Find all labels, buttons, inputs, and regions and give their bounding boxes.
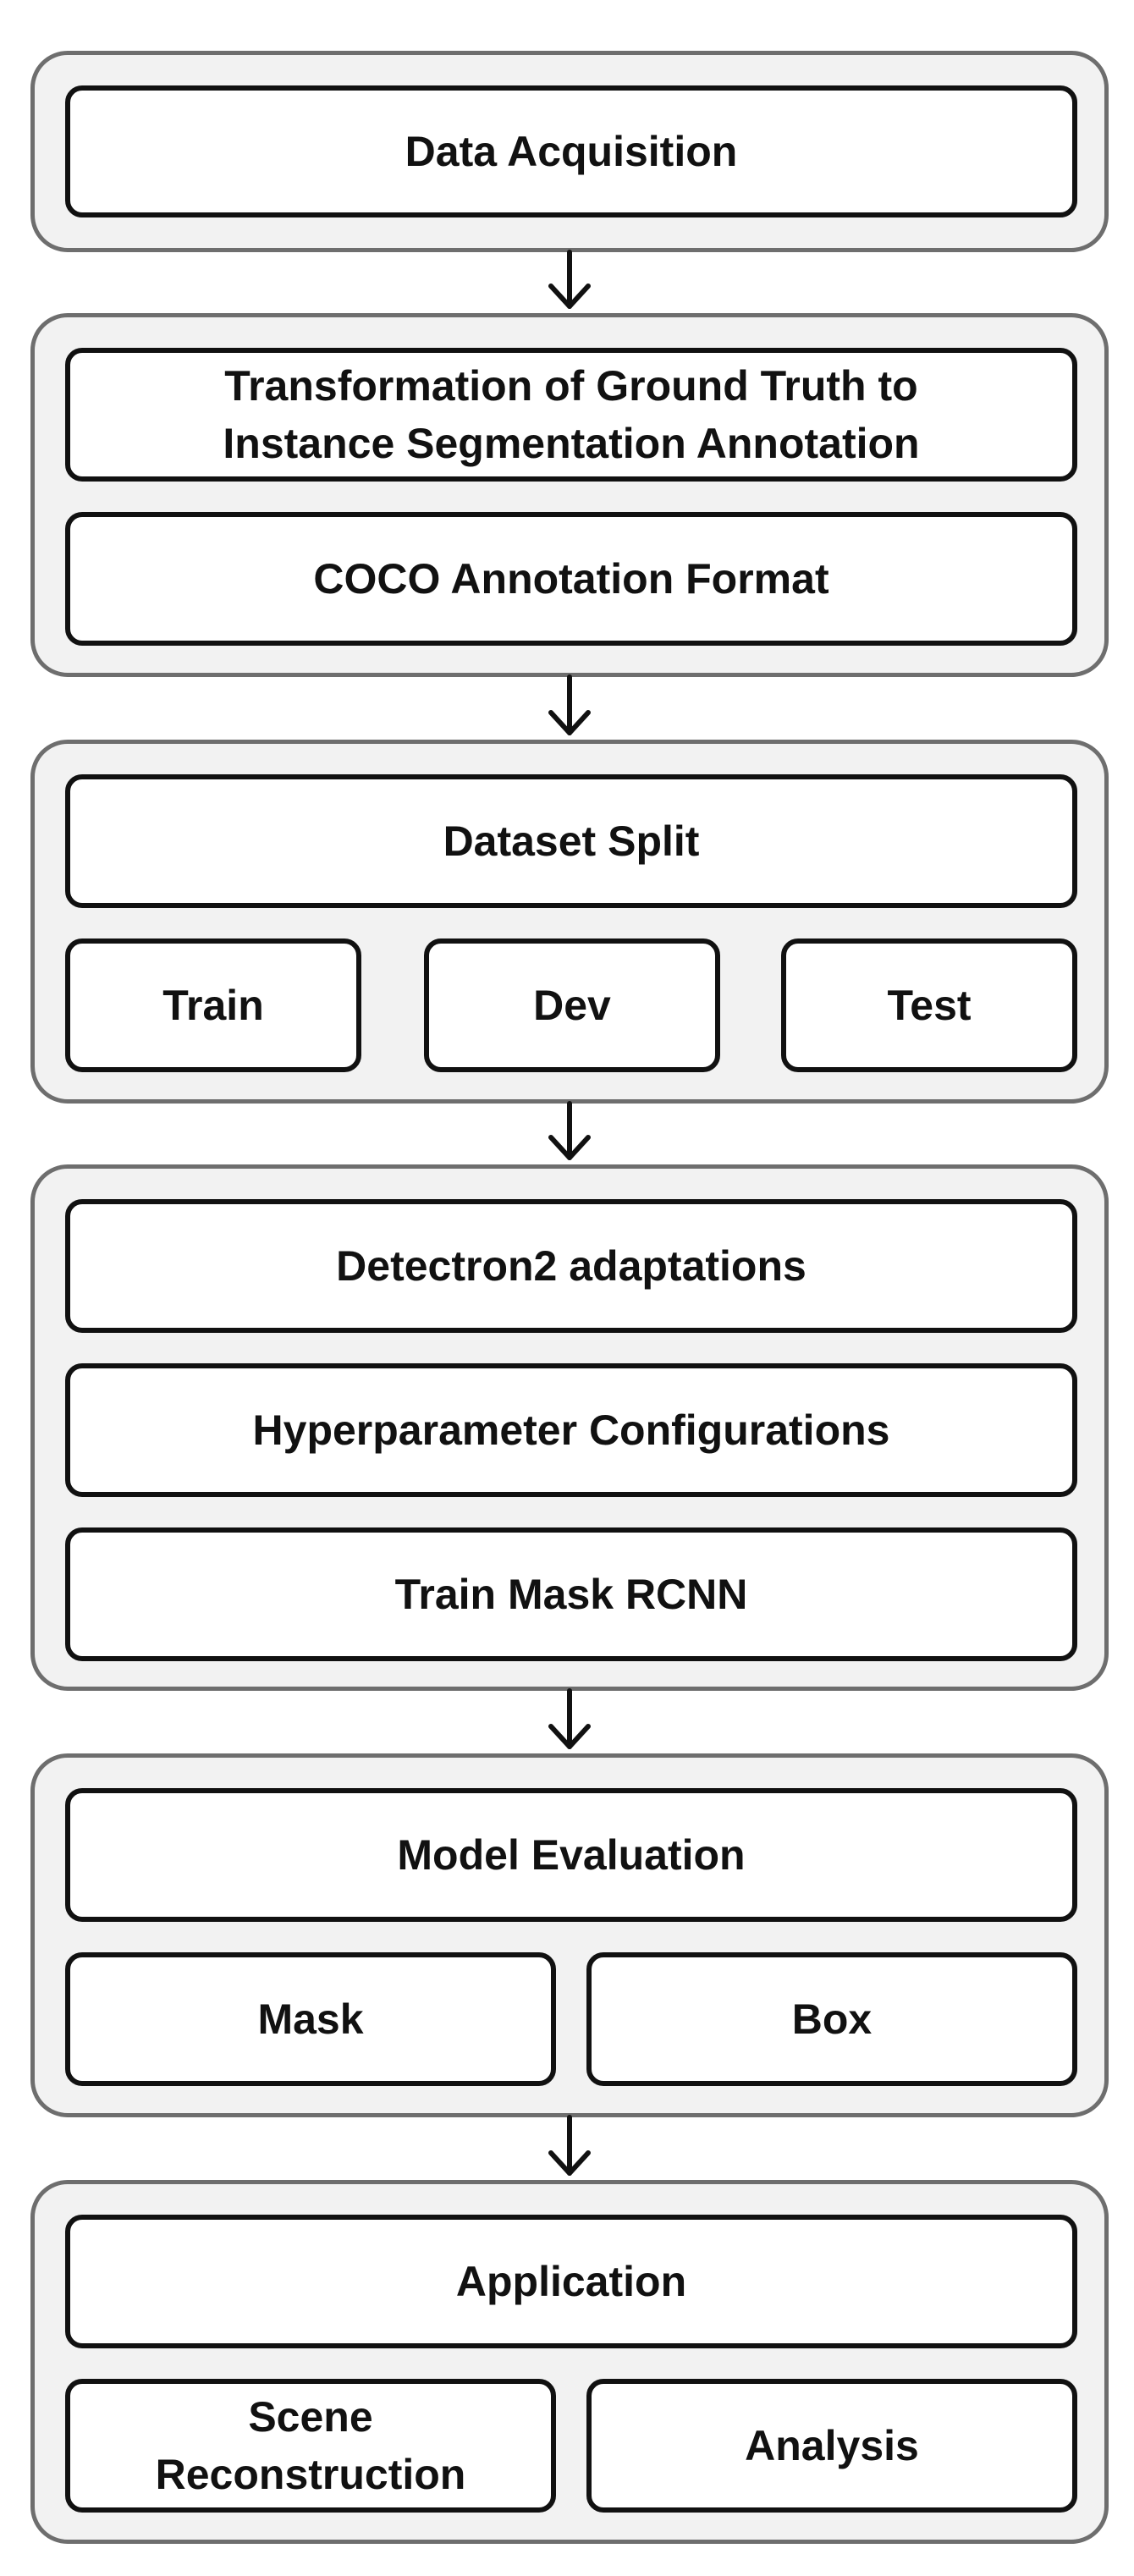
arrow-training-to-evaluation xyxy=(548,1688,591,1749)
box-evaluation-label: Box xyxy=(791,1995,873,2043)
train-split-label: Train xyxy=(162,982,264,1029)
transformation-label-line2: Instance Segmentation Annotation xyxy=(223,420,920,467)
model-evaluation-label: Model Evaluation xyxy=(397,1831,746,1879)
scene-reconstruction-label-line2: Reconstruction xyxy=(155,2451,466,2498)
mask-evaluation-box: Mask xyxy=(65,1952,556,2086)
data-acquisition-label: Data Acquisition xyxy=(405,128,738,175)
transformation-box: Transformation of Ground Truth to Instan… xyxy=(65,348,1077,482)
stage-model-training: Detectron2 adaptations Hyperparameter Co… xyxy=(30,1164,1109,1691)
train-mask-rcnn-box: Train Mask RCNN xyxy=(65,1527,1077,1661)
stage-data-acquisition: Data Acquisition xyxy=(30,51,1109,252)
stage-annotation-transformation: Transformation of Ground Truth to Instan… xyxy=(30,313,1109,677)
analysis-box: Analysis xyxy=(586,2379,1077,2513)
dataset-split-label: Dataset Split xyxy=(443,817,700,865)
transformation-label-line1: Transformation of Ground Truth to xyxy=(224,362,918,410)
coco-format-box: COCO Annotation Format xyxy=(65,512,1077,646)
data-acquisition-box: Data Acquisition xyxy=(65,85,1077,217)
arrow-evaluation-to-application xyxy=(548,2115,591,2176)
dataset-split-box: Dataset Split xyxy=(65,774,1077,908)
coco-format-label: COCO Annotation Format xyxy=(313,555,829,603)
scene-reconstruction-label-line1: Scene xyxy=(248,2393,373,2441)
arrow-acquisition-to-transformation xyxy=(548,250,591,309)
hyperparameter-configurations-label: Hyperparameter Configurations xyxy=(252,1406,890,1454)
application-label: Application xyxy=(455,2258,687,2305)
dev-split-label: Dev xyxy=(533,982,611,1029)
train-mask-rcnn-label: Train Mask RCNN xyxy=(394,1571,748,1618)
model-evaluation-box: Model Evaluation xyxy=(65,1788,1077,1922)
box-evaluation-box: Box xyxy=(586,1952,1077,2086)
mask-evaluation-label: Mask xyxy=(257,1995,364,2043)
arrow-transformation-to-split xyxy=(548,674,591,735)
test-split-box: Test xyxy=(781,938,1077,1072)
stage-model-evaluation: Model Evaluation Mask Box xyxy=(30,1753,1109,2117)
application-box: Application xyxy=(65,2215,1077,2348)
analysis-label: Analysis xyxy=(745,2422,919,2469)
arrow-split-to-training xyxy=(548,1101,591,1160)
detectron2-adaptations-label: Detectron2 adaptations xyxy=(336,1242,806,1290)
detectron2-adaptations-box: Detectron2 adaptations xyxy=(65,1199,1077,1333)
stage-application: Application Scene Reconstruction Analysi… xyxy=(30,2180,1109,2544)
train-split-box: Train xyxy=(65,938,361,1072)
dev-split-box: Dev xyxy=(424,938,720,1072)
hyperparameter-configurations-box: Hyperparameter Configurations xyxy=(65,1363,1077,1497)
stage-dataset-split: Dataset Split Train Dev Test xyxy=(30,740,1109,1104)
test-split-label: Test xyxy=(887,982,972,1029)
scene-reconstruction-box: Scene Reconstruction xyxy=(65,2379,556,2513)
